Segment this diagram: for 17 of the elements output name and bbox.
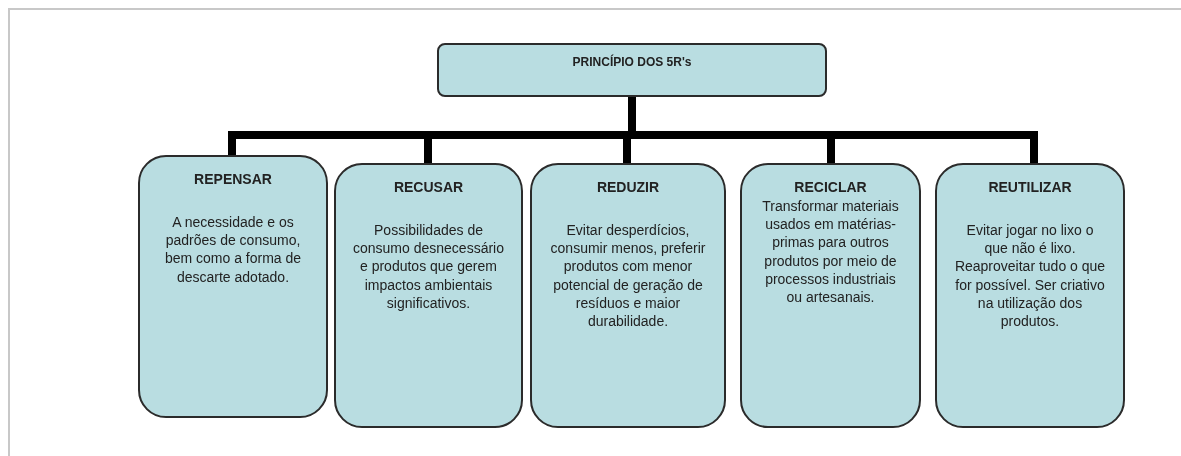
box-heading: RECUSAR — [393, 179, 464, 195]
rounded-box — [138, 155, 328, 418]
box-heading: REDUZIR — [596, 179, 660, 195]
box-description: Transformar materiais usados em matérias-primas para outros produtos por meio de processos industriais ou artesanais. — [761, 197, 900, 307]
rounded-box — [740, 163, 921, 428]
box-heading: RECICLAR — [794, 179, 867, 195]
box-heading: PRINCÍPIO DOS 5R's — [572, 55, 692, 69]
rounded-box — [530, 163, 726, 428]
box-heading: REPENSAR — [194, 171, 272, 187]
box-description: Possibilidades de consumo desnecessário e produtos que gerem impactos ambientais significativos. — [352, 221, 505, 312]
box-description: Evitar jogar no lixo o que não é lixo. Reaproveitar tudo o que for possível. Ser criativo na utilização dos produtos. — [953, 221, 1107, 331]
title-box — [437, 43, 827, 97]
rounded-box — [334, 163, 523, 428]
rounded-box — [935, 163, 1125, 428]
box-description: A necessidade e os padrões de consumo, bem como a forma de descarte adotado. — [163, 213, 303, 286]
box-description: Evitar desperdícios, consumir menos, preferir produtos com menor potencial de geração de resíduos e maior durabilidade. — [549, 221, 707, 331]
box-heading: REUTILIZAR — [988, 179, 1072, 195]
